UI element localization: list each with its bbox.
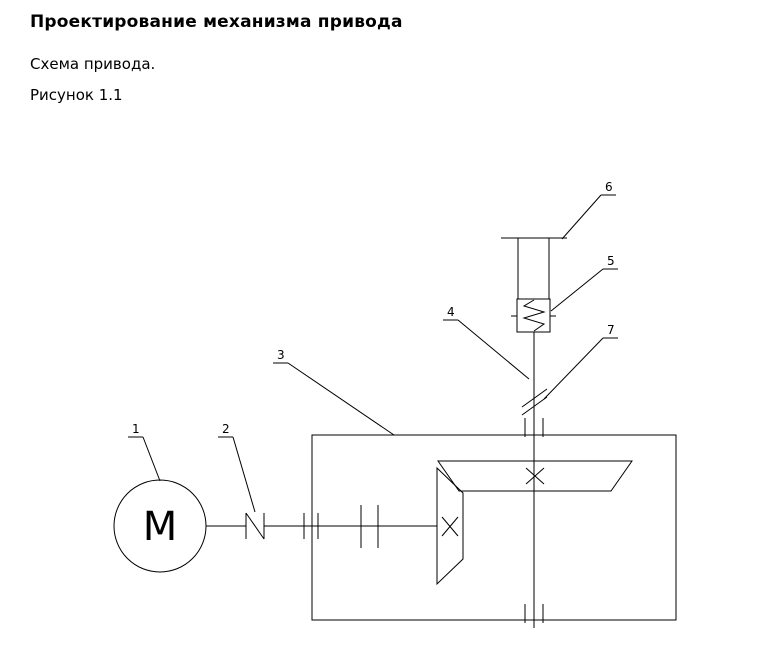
shaft-joint-marks [521, 388, 548, 416]
part-label-1: 1 [128, 422, 161, 482]
part-label-6: 6 [561, 180, 616, 240]
figure-caption: Рисунок 1.1 [30, 86, 123, 104]
figure-subtitle: Схема привода. [30, 55, 156, 73]
page-title: Проектирование механизма привода [30, 12, 403, 32]
motor-letter: М [143, 504, 178, 550]
bevel-wheel [437, 460, 633, 492]
part-label-2: 2 [218, 422, 256, 513]
part-label-7: 7 [543, 323, 618, 400]
part-label-5: 5 [550, 254, 618, 312]
part-label-7-text: 7 [607, 323, 615, 337]
elastic-coupling [511, 298, 556, 333]
input-wall-bearing [303, 513, 319, 539]
motor: М [113, 479, 207, 573]
bevel-pinion [436, 466, 464, 586]
support-frame [501, 237, 567, 299]
part-label-4: 4 [443, 305, 530, 380]
part-label-3-text: 3 [277, 348, 285, 362]
part-label-1-text: 1 [132, 422, 140, 436]
input-inner-bearing [360, 505, 379, 548]
coupling [245, 512, 265, 540]
part-label-6-text: 6 [605, 180, 613, 194]
upper-bearing [524, 418, 544, 437]
lower-bearing [524, 604, 544, 623]
gearbox-housing [311, 434, 677, 621]
part-label-3: 3 [273, 348, 395, 436]
part-label-4-text: 4 [447, 305, 455, 319]
part-label-5-text: 5 [607, 254, 615, 268]
part-label-2-text: 2 [222, 422, 230, 436]
